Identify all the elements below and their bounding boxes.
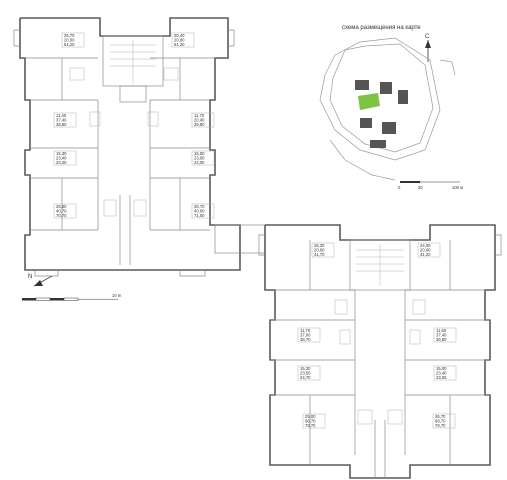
map-building bbox=[355, 80, 369, 90]
svg-text:28,50: 28,50 bbox=[56, 204, 67, 209]
svg-text:70,70: 70,70 bbox=[56, 213, 67, 218]
svg-text:26,70: 26,70 bbox=[194, 204, 205, 209]
svg-text:24,70: 24,70 bbox=[300, 375, 311, 380]
svg-text:100 м: 100 м bbox=[452, 185, 463, 190]
plan-scale-bar: 10 m bbox=[22, 293, 122, 301]
svg-text:11,70: 11,70 bbox=[194, 113, 205, 118]
svg-text:20,00: 20,00 bbox=[174, 38, 185, 43]
svg-text:61,20: 61,20 bbox=[174, 42, 185, 47]
svg-text:40,00: 40,00 bbox=[194, 209, 205, 214]
svg-text:15,00: 15,00 bbox=[436, 366, 447, 371]
svg-text:78,70: 78,70 bbox=[435, 423, 446, 428]
svg-text:61,20: 61,20 bbox=[64, 42, 75, 47]
svg-text:20,60: 20,60 bbox=[314, 248, 325, 253]
map-highlight-building bbox=[358, 93, 380, 110]
svg-text:20,00: 20,00 bbox=[64, 38, 75, 43]
svg-text:36,50: 36,50 bbox=[56, 122, 67, 127]
svg-text:37,40: 37,40 bbox=[56, 118, 67, 123]
map-caption: схема размещения на карте bbox=[342, 25, 421, 31]
svg-text:26,70: 26,70 bbox=[435, 414, 446, 419]
svg-text:68,70: 68,70 bbox=[305, 419, 316, 424]
svg-text:23,40: 23,40 bbox=[436, 371, 447, 376]
svg-text:25,00: 25,00 bbox=[305, 414, 316, 419]
building-bottom bbox=[258, 224, 502, 479]
svg-text:38,70: 38,70 bbox=[300, 337, 311, 342]
svg-text:23,40: 23,40 bbox=[56, 156, 67, 161]
svg-text:36,80: 36,80 bbox=[436, 337, 447, 342]
svg-text:11,40: 11,40 bbox=[56, 113, 67, 118]
svg-text:15,30: 15,30 bbox=[300, 366, 311, 371]
svg-text:39,80: 39,80 bbox=[194, 122, 205, 127]
svg-text:41,20: 41,20 bbox=[420, 252, 431, 257]
map-building bbox=[360, 118, 372, 128]
svg-text:23,00: 23,00 bbox=[194, 156, 205, 161]
map-building bbox=[382, 122, 396, 134]
map-scale-bar: 0 30 100 м bbox=[398, 181, 463, 190]
svg-text:24,00: 24,00 bbox=[194, 160, 205, 165]
svg-text:68,70: 68,70 bbox=[435, 419, 446, 424]
svg-text:0: 0 bbox=[398, 185, 401, 190]
svg-text:26,70: 26,70 bbox=[64, 33, 75, 38]
map-north-letter: С bbox=[425, 34, 430, 40]
site-map: схема размещения на карте С 0 30 100 м bbox=[319, 25, 463, 190]
plan-north-arrow: N bbox=[28, 274, 53, 287]
svg-text:11,60: 11,60 bbox=[436, 328, 447, 333]
plan-north-letter: N bbox=[28, 274, 32, 280]
svg-text:37,00: 37,00 bbox=[300, 333, 311, 338]
svg-text:11,70: 11,70 bbox=[300, 328, 311, 333]
svg-text:20,40: 20,40 bbox=[174, 33, 185, 38]
building-top bbox=[13, 17, 241, 277]
map-building bbox=[370, 140, 386, 148]
svg-text:20,40: 20,40 bbox=[194, 118, 205, 123]
svg-text:15,00: 15,00 bbox=[194, 151, 205, 156]
map-building bbox=[380, 82, 392, 94]
svg-text:37,40: 37,40 bbox=[436, 333, 447, 338]
svg-text:23,05: 23,05 bbox=[436, 375, 447, 380]
svg-text:23,50: 23,50 bbox=[300, 371, 311, 376]
svg-text:78,70: 78,70 bbox=[305, 423, 316, 428]
svg-text:71,00: 71,00 bbox=[194, 213, 205, 218]
svg-text:15,30: 15,30 bbox=[56, 151, 67, 156]
svg-text:24,00: 24,00 bbox=[420, 243, 431, 248]
svg-text:33,20: 33,20 bbox=[56, 160, 67, 165]
map-building bbox=[398, 90, 408, 104]
plan-scale-label: 10 m bbox=[112, 293, 122, 298]
svg-text:41,70: 41,70 bbox=[314, 252, 325, 257]
svg-text:26,30: 26,30 bbox=[314, 243, 325, 248]
svg-text:20,60: 20,60 bbox=[420, 248, 431, 253]
svg-text:30: 30 bbox=[418, 185, 423, 190]
svg-text:40,70: 40,70 bbox=[56, 209, 67, 214]
